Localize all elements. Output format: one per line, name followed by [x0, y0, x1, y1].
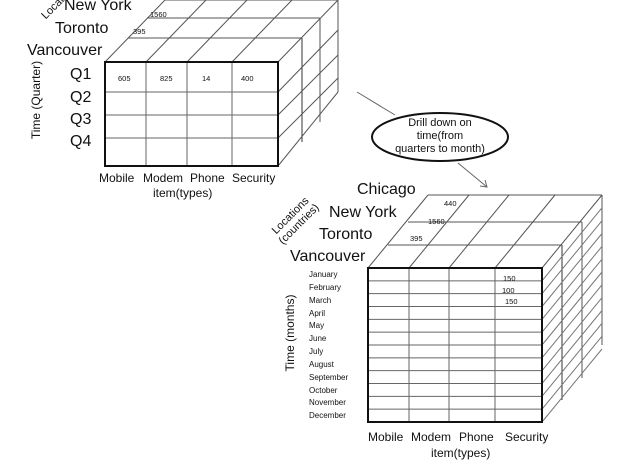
q1-mobile-value: 605	[118, 74, 131, 83]
month-label: April	[309, 308, 326, 318]
top-location-toronto: Toronto	[55, 20, 109, 37]
drill-down-operation-label: Drill down on time(from quarters to mont…	[378, 117, 502, 156]
bottom-item-phone: Phone	[459, 430, 494, 444]
bottom-item-mobile: Mobile	[368, 430, 404, 444]
month-label: May	[309, 321, 325, 331]
month-label: August	[309, 359, 334, 369]
top-item-axis-label: item(types)	[153, 186, 213, 200]
february-security-value: 100	[502, 286, 515, 295]
bottom-face-value-new-york: 1560	[428, 217, 445, 226]
month-label: November	[309, 398, 346, 408]
operation-line-1: Drill down on	[408, 117, 472, 129]
bottom-item-security: Security	[505, 430, 549, 444]
month-label: December	[309, 411, 346, 421]
drill-down-ellipse	[371, 112, 509, 162]
bottom-item-axis-label: item(types)	[431, 446, 491, 460]
time-quarter-label-text: Time (Quarter)	[29, 60, 43, 140]
quarter-cube	[104, 0, 339, 167]
january-security-value: 150	[503, 274, 516, 283]
bottom-face-value-chicago: 440	[444, 199, 457, 208]
bottom-face-value-toronto: 395	[410, 234, 423, 243]
top-item-security: Security	[232, 171, 276, 185]
quarter-label-q3: Q3	[70, 111, 92, 128]
bottom-location-new-york: New York	[329, 204, 397, 221]
quarter-label-q2: Q2	[70, 89, 92, 106]
top-item-phone: Phone	[190, 171, 225, 185]
bottom-location-toronto: Toronto	[319, 226, 373, 243]
bottom-location-vancouver: Vancouver	[290, 248, 366, 265]
march-security-value: 150	[505, 297, 518, 306]
top-face-value-new-york: 1560	[150, 10, 167, 19]
month-label: June	[309, 334, 327, 344]
top-face-value-toronto: 395	[133, 27, 146, 36]
top-item-modem: Modem	[143, 171, 184, 185]
q1-security-value: 400	[241, 74, 254, 83]
operation-line-3: quarters to month)	[395, 143, 485, 155]
bottom-location-chicago: Chicago	[357, 181, 416, 198]
month-label: February	[309, 282, 342, 292]
month-label: July	[309, 347, 324, 356]
quarter-label-q4: Q4	[70, 133, 92, 150]
operation-line-2: time(from	[416, 130, 464, 142]
top-time-axis-label: Time (Quarter)	[29, 60, 43, 140]
top-item-mobile: Mobile	[99, 171, 135, 185]
quarter-label-q1: Q1	[70, 66, 92, 83]
month-label: September	[309, 372, 349, 382]
q1-phone-value: 14	[202, 74, 211, 83]
month-label: March	[309, 295, 332, 305]
top-location-vancouver: Vancouver	[27, 42, 103, 59]
bottom-time-axis-label: Time (months)	[283, 294, 297, 372]
top-location-new-york: New York	[64, 0, 132, 14]
bottom-item-modem: Modem	[411, 430, 452, 444]
q1-modem-value: 825	[160, 74, 173, 83]
month-label: January	[309, 270, 338, 279]
month-label: October	[309, 385, 338, 395]
